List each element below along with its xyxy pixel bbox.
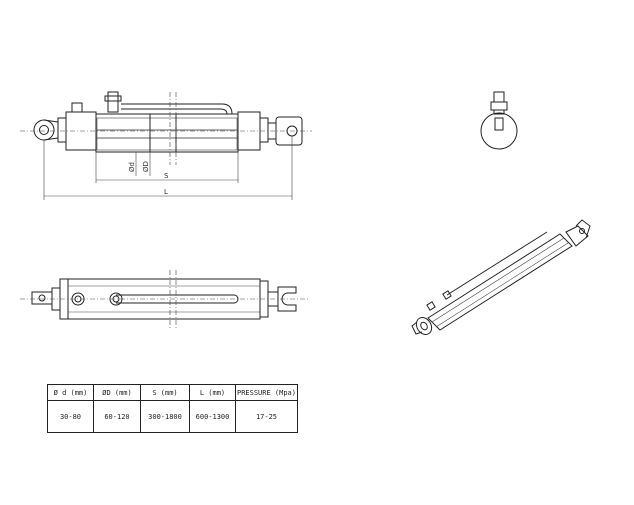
cylinder-section-view: Ød ØD S L [20, 91, 312, 200]
cylinder-side-view [20, 270, 310, 330]
cylinder-isometric-view [411, 219, 591, 335]
fork-clevis [277, 286, 297, 312]
iso-rear-eye [415, 317, 433, 335]
bore-diameter-label: ØD [142, 161, 150, 172]
header-stroke: S (mm) [140, 384, 190, 401]
hydraulic-tube [121, 103, 233, 115]
iso-barrel [427, 233, 573, 331]
specification-table: Ø d (mm) ØD (mm) S (mm) L (mm) PRESSURE … [47, 384, 298, 433]
value-bore-diameter: 60-120 [93, 400, 141, 433]
value-length: 600-1300 [189, 400, 236, 433]
header-length: L (mm) [189, 384, 236, 401]
stroke-label: S [164, 172, 169, 180]
table-row: 30-80 60-120 300-1800 600-1300 17-25 [47, 400, 298, 433]
cylinder-end-view [480, 91, 518, 150]
iso-fork-clevis [575, 219, 591, 239]
header-rod-diameter: Ø d (mm) [47, 384, 94, 401]
end-view-circle [480, 112, 518, 150]
rear-eye-hole [39, 125, 49, 135]
header-bore-diameter: ØD (mm) [93, 384, 141, 401]
rod-diameter-label: Ød [128, 162, 136, 172]
rear-port-fitting [71, 102, 83, 113]
front-port-fitting [107, 91, 119, 113]
value-stroke: 300-1800 [140, 400, 190, 433]
table-header-row: Ø d (mm) ØD (mm) S (mm) L (mm) PRESSURE … [47, 384, 298, 401]
piston [149, 113, 177, 153]
header-pressure: PRESSURE (Mpa) [235, 384, 298, 401]
barrel [95, 113, 239, 153]
value-rod-diameter: 30-80 [47, 400, 94, 433]
rear-eye-outer [33, 119, 55, 141]
rod-clevis [275, 116, 303, 146]
value-pressure: 17-25 [235, 400, 298, 433]
length-label: L [164, 188, 168, 196]
